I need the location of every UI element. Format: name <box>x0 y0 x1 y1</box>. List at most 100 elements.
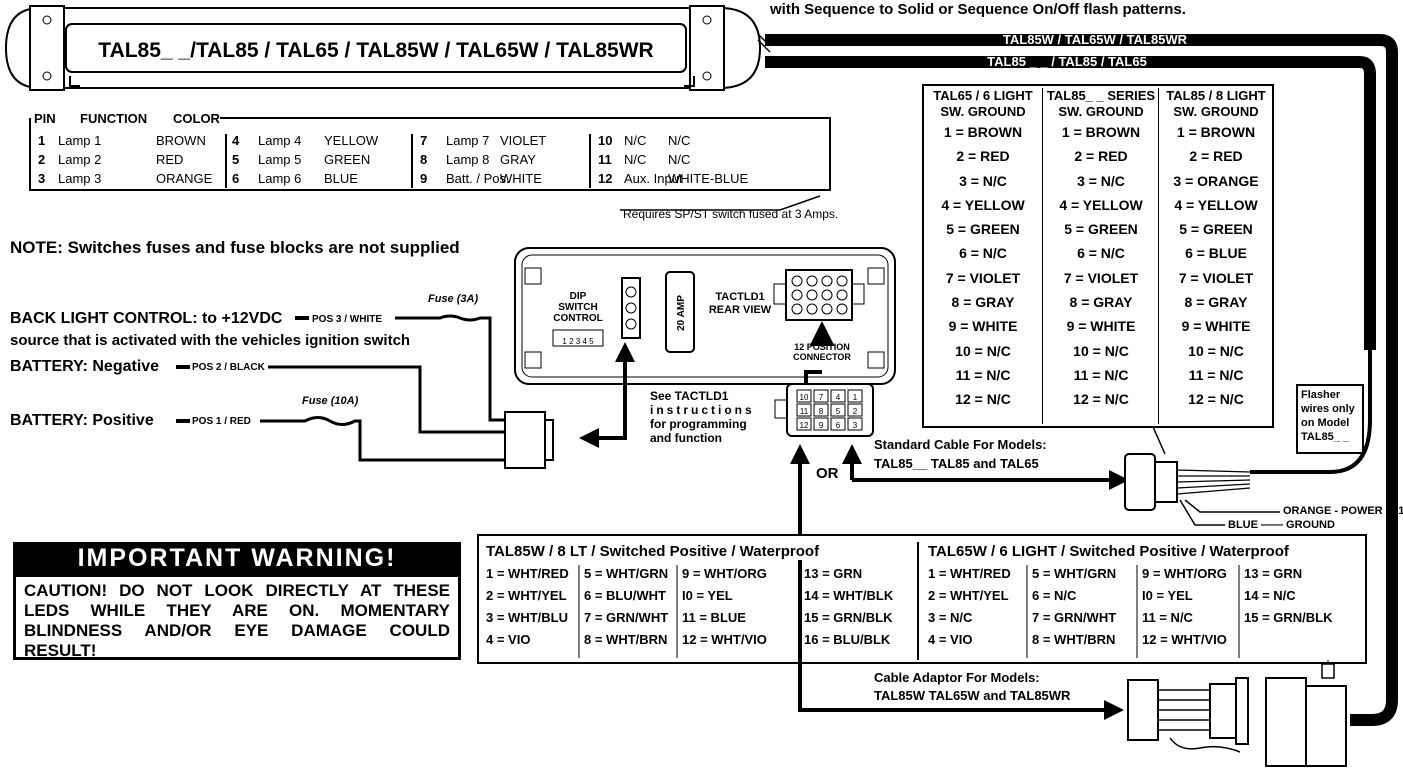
pin-number: 11 <box>598 152 612 167</box>
ground-table-head: SW. GROUND <box>1173 104 1259 119</box>
ground-table-value: 6 = N/C <box>959 245 1007 262</box>
ground-table-value: 1 = BROWN <box>943 124 1023 140</box>
ground-table-value: 2 = RED <box>1189 148 1243 165</box>
plug-pin-box <box>813 403 829 417</box>
pin-function: Lamp 2 <box>58 152 101 167</box>
dip-label-1: DIP <box>570 291 587 302</box>
ground-table-value: 2 = RED <box>956 148 1010 165</box>
plug-pin-number: 5 <box>836 407 841 416</box>
ground-table-value: 12 = N/C <box>1073 391 1129 408</box>
note-switches: NOTE: Switches fuses and fuse blocks are… <box>10 238 460 257</box>
waterproof-cell: 1 = WHT/RED <box>486 566 569 581</box>
connector-pin-socket <box>821 275 833 287</box>
connector-pin-socket <box>821 289 833 301</box>
waterproof-cell: 14 = N/C <box>1244 588 1296 603</box>
pin-color: GREEN <box>324 152 370 167</box>
pin-header-pin: PIN <box>34 111 56 126</box>
ground-table-value: 11 = N/C <box>1188 366 1244 383</box>
waterproof-cell: 6 = BLU/WHT <box>584 588 666 603</box>
ground-table-value: 6 = BLUE <box>1185 245 1247 262</box>
pin-color: N/C <box>668 152 690 167</box>
ground-table-value: 1 = BROWN <box>1176 124 1256 140</box>
pin-color: WHITE <box>500 171 542 186</box>
warning-body: CAUTION! DO NOT LOOK DIRECTLY AT THESE L… <box>13 574 461 660</box>
plug-pin-number: 8 <box>819 407 824 416</box>
ground-table-value: 10 = N/C <box>1073 342 1129 359</box>
waterproof-cell: 11 = N/C <box>1142 610 1194 625</box>
see-inst-1: See TACTLD1 <box>650 389 729 403</box>
ground-table-value: 10 = N/C <box>955 342 1011 359</box>
plug-pin-number: 3 <box>853 421 858 430</box>
controller: DIP SWITCH CONTROL 1 2 3 4 5 20 AMP TACT… <box>514 247 896 385</box>
connector-pin-socket <box>821 303 833 315</box>
back-light-control: BACK LIGHT CONTROL: to +12VDC <box>10 310 283 327</box>
ground-table-head: TAL85_ _ SERIES <box>1046 88 1156 103</box>
pos1-label: POS 1 / RED <box>192 416 251 427</box>
wp-left-title: TAL85W / 8 LT / Switched Positive / Wate… <box>486 543 820 560</box>
waterproof-cell: 13 = GRN <box>804 566 862 581</box>
pin-header-function: FUNCTION <box>80 111 147 126</box>
ground-table-value: 8 = GRAY <box>1184 294 1248 311</box>
plug-pin-box <box>796 417 812 431</box>
ground-table-head: TAL85 / 8 LIGHT <box>1166 88 1266 103</box>
pin-number: 2 <box>38 152 45 167</box>
controller-title-2: REAR VIEW <box>709 304 772 316</box>
plug-pin-box <box>847 417 863 431</box>
ground-table-value: 11 = N/C <box>1073 366 1129 383</box>
waterproof-cell: 7 = GRN/WHT <box>1032 610 1116 625</box>
waterproof-table: TAL85W / 8 LT / Switched Positive / Wate… <box>477 534 1367 664</box>
connector-pin-socket <box>806 303 818 315</box>
ground-table-value: 12 = N/C <box>1188 391 1244 408</box>
plug-pin-box <box>830 417 846 431</box>
cable-adaptor-2: TAL85W TAL65W and TAL85WR <box>874 688 1071 703</box>
waterproof-cell: 4 = VIO <box>928 632 972 647</box>
connector-label-1: 12 POSITION <box>794 342 850 352</box>
plug-pin-box <box>813 389 829 403</box>
ground-table-head: SW. GROUND <box>1058 104 1144 119</box>
waterproof-cell: 1 = WHT/RED <box>928 566 1011 581</box>
connector-pin-socket <box>836 275 848 287</box>
see-inst-4: and function <box>650 431 722 445</box>
waterproof-cell: 2 = WHT/YEL <box>928 588 1009 603</box>
standard-cable-2: TAL85__ TAL85 and TAL65 <box>874 456 1039 471</box>
ground-table-value: 7 = VIOLET <box>945 269 1021 286</box>
ground-table-value: 3 = ORANGE <box>1173 172 1259 189</box>
ground-table-head: SW. GROUND <box>940 104 1026 119</box>
waterproof-cell: 15 = GRN/BLK <box>1244 610 1333 625</box>
plug-pin-box <box>847 389 863 403</box>
standard-cable-1: Standard Cable For Models: <box>874 437 1047 452</box>
pin-table-note: Requires SP/ST switch fused at 3 Amps. <box>623 207 838 221</box>
connector-pin-socket <box>791 289 803 301</box>
ground-table-value: 8 = GRAY <box>1069 294 1133 311</box>
ground-table-value: 7 = VIOLET <box>1178 269 1254 286</box>
ground-table-value: 2 = RED <box>1074 148 1128 165</box>
plug-pin-number: 1 <box>853 393 858 402</box>
pin-header-color: COLOR <box>173 111 221 126</box>
wp-right-title: TAL65W / 6 LIGHT / Switched Positive / W… <box>928 543 1290 560</box>
plug-pin-number: 6 <box>836 421 841 430</box>
ground-table-value: 3 = N/C <box>1077 172 1125 189</box>
power-wiring: BACK LIGHT CONTROL: to +12VDC source tha… <box>10 293 635 469</box>
power-label: ORANGE - POWER / +12V <box>1283 505 1403 517</box>
dip-numbers: 1 2 3 4 5 <box>562 337 594 346</box>
waterproof-cell: 4 = VIO <box>486 632 530 647</box>
header-text: with Sequence to Solid or Sequence On/Of… <box>769 1 1186 18</box>
plug-pin-box <box>830 403 846 417</box>
plug-pin-number: 7 <box>819 393 824 402</box>
connector-pin-socket <box>836 289 848 301</box>
flasher-line-1: Flasher <box>1301 389 1341 401</box>
ground-table-value: 9 = WHITE <box>1066 318 1136 335</box>
pin-function: Lamp 1 <box>58 133 101 148</box>
waterproof-cell: 7 = GRN/WHT <box>584 610 668 625</box>
pin-color: WHITE-BLUE <box>668 171 749 186</box>
waterproof-cell: 11 = BLUE <box>682 610 746 625</box>
waterproof-cell: 3 = WHT/BLU <box>486 610 568 625</box>
ground-table-value: 3 = N/C <box>959 172 1007 189</box>
pin-function: N/C <box>624 133 646 148</box>
cable-label-bottom: TAL85 _ _ / TAL85 / TAL65 <box>987 54 1147 69</box>
back-light-source: source that is activated with the vehicl… <box>10 332 410 349</box>
dip-label-3: CONTROL <box>553 313 602 324</box>
fuse-20amp-label: 20 AMP <box>676 295 687 331</box>
